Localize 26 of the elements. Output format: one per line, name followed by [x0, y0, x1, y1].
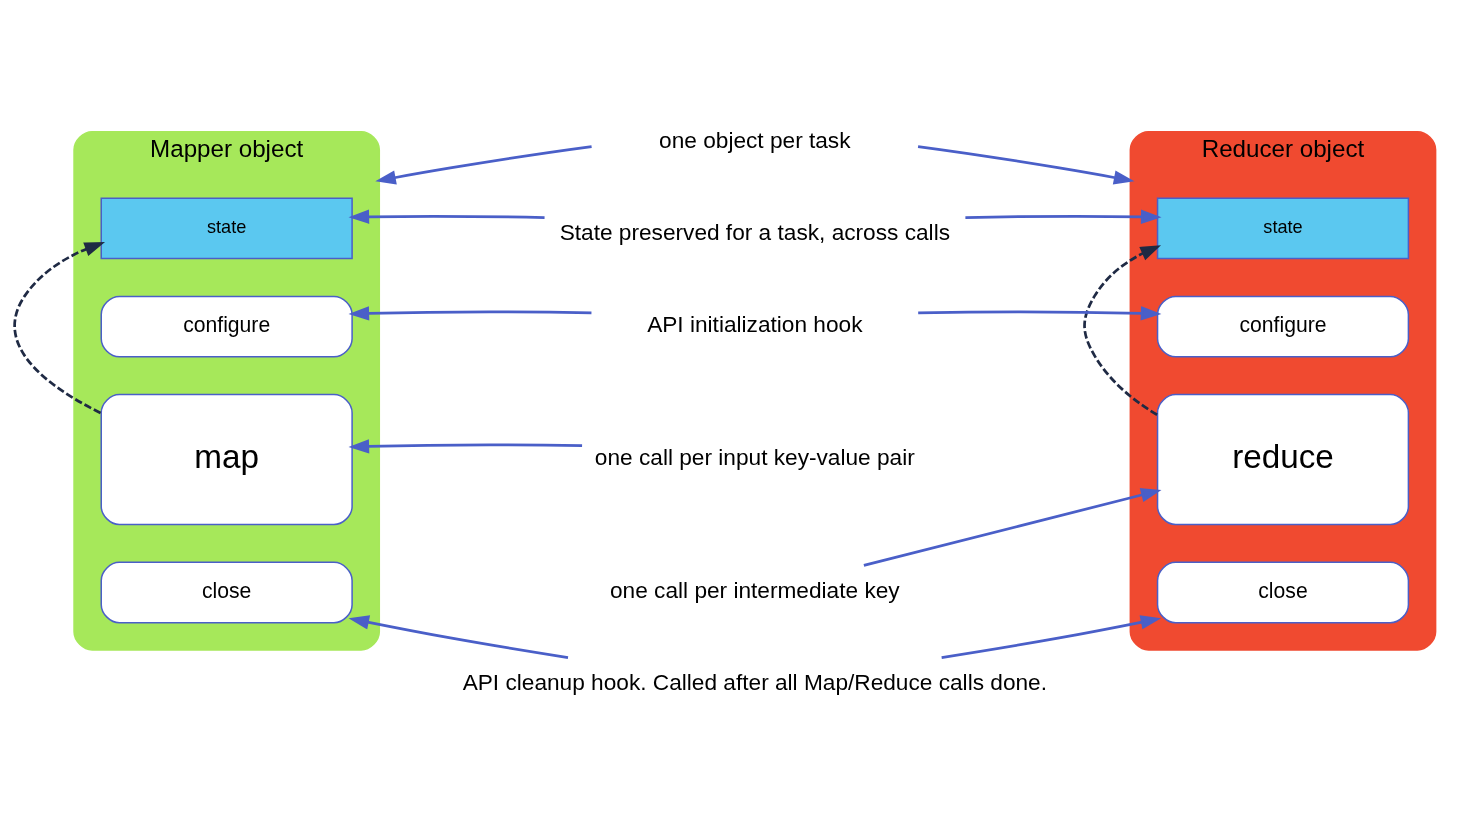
node-box: close [1156, 561, 1410, 624]
node-text: one call per intermediate key [610, 576, 900, 603]
node-text: one call per input key-value pair [594, 443, 915, 470]
node-box: configure [100, 295, 353, 358]
node-box: state [100, 196, 353, 259]
arrow [941, 614, 1162, 659]
arrow [375, 144, 592, 185]
arrow [918, 305, 1162, 321]
arrow [348, 209, 545, 224]
node-box: reduce [1156, 393, 1410, 525]
arrow [13, 241, 106, 414]
arrow [348, 438, 583, 454]
node-box: configure [1156, 295, 1410, 358]
arrow [1083, 244, 1162, 416]
arrow [917, 144, 1135, 185]
node-box: map [100, 393, 353, 525]
arrow [348, 614, 569, 659]
node-text: API cleanup hook. Called after all Map/Reduce calls done. [462, 668, 1048, 695]
arrow [965, 209, 1162, 224]
node-text: State preserved for a task, across calls [559, 218, 950, 245]
arrow [863, 487, 1162, 567]
node-text: API initialization hook [647, 310, 863, 337]
node-box: state [1156, 196, 1410, 259]
node-text: one object per task [659, 126, 851, 153]
node-box: close [100, 561, 353, 624]
arrow [348, 305, 592, 321]
